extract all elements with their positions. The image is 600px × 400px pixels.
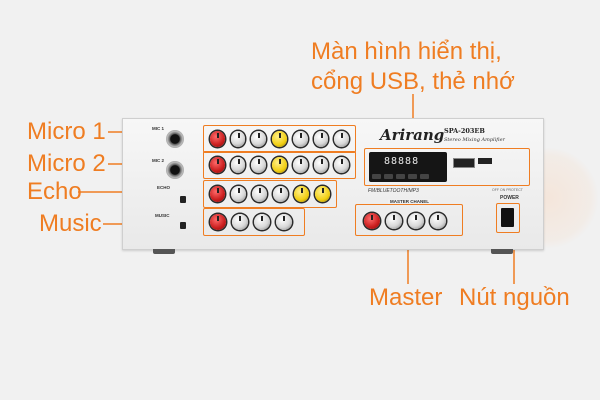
mic2-panel-label: MIC 2: [152, 158, 165, 163]
music-knob[interactable]: [254, 214, 270, 230]
mic1-knob[interactable]: [251, 131, 267, 147]
mic1-knob[interactable]: [334, 131, 350, 147]
music-panel-label: MUSIC: [155, 213, 170, 218]
player-button[interactable]: [408, 174, 417, 179]
mic1-panel-label: MIC 1: [152, 126, 165, 131]
mic1-input-jack[interactable]: [166, 130, 184, 148]
callout-master: Master: [369, 284, 443, 311]
mic1-knob[interactable]: [230, 131, 246, 147]
display-highlight-box: [364, 148, 530, 186]
mic2-knob[interactable]: [230, 157, 246, 173]
player-button[interactable]: [372, 174, 381, 179]
master-knob-row: [358, 208, 460, 234]
master-knob[interactable]: [408, 213, 424, 229]
callout-micro2: Micro 2: [27, 150, 106, 177]
music-knob[interactable]: [276, 214, 292, 230]
amplifier-front-panel: [122, 118, 544, 254]
mic2-knob[interactable]: [292, 157, 308, 173]
player-button[interactable]: [420, 174, 429, 179]
player-button[interactable]: [396, 174, 405, 179]
echo-knob[interactable]: [273, 186, 288, 202]
mic1-knob[interactable]: [272, 131, 287, 147]
player-button[interactable]: [384, 174, 393, 179]
usb-port[interactable]: [453, 158, 475, 168]
display-caption: FM/BLUETOOTH/MP3: [368, 188, 419, 194]
master-knob[interactable]: [386, 213, 402, 229]
music-mini-switch[interactable]: [180, 222, 186, 229]
display-readout: 88888: [384, 156, 420, 167]
music-knob-row: [203, 208, 305, 236]
master-knob[interactable]: [430, 213, 446, 229]
echo-knob[interactable]: [210, 186, 225, 202]
mic2-knob[interactable]: [313, 157, 329, 173]
mic2-knob[interactable]: [334, 157, 350, 173]
mic2-input-jack[interactable]: [166, 161, 184, 179]
callout-power: Nút nguồn: [459, 284, 570, 311]
mic2-knob[interactable]: [210, 157, 225, 173]
model-subtitle: Stereo Mixing Amplifier: [444, 137, 505, 143]
amplifier-foot: [153, 249, 175, 254]
mic2-knob[interactable]: [251, 157, 267, 173]
mic1-knob-row: [203, 125, 356, 153]
callout-micro1: Micro 1: [27, 118, 106, 145]
echo-panel-label: ECHO: [157, 185, 171, 190]
echo-knob[interactable]: [231, 186, 246, 202]
callout-display-line2: cổng USB, thẻ nhớ: [311, 68, 515, 95]
mic1-knob[interactable]: [210, 131, 225, 147]
memory-card-slot[interactable]: [478, 158, 492, 164]
master-panel-label: MASTER CHANEL: [388, 199, 431, 204]
echo-knob[interactable]: [294, 186, 309, 202]
mic2-knob[interactable]: [272, 157, 287, 173]
brand-logo: Arirang: [380, 126, 445, 144]
echo-knob-row: [203, 180, 337, 208]
echo-knob[interactable]: [252, 186, 267, 202]
callout-display-line1: Màn hình hiển thị,: [311, 38, 502, 65]
amplifier-foot: [491, 249, 513, 254]
music-knob[interactable]: [210, 214, 226, 230]
callout-echo: Echo: [27, 178, 82, 205]
model-number: SPA-203EB: [444, 127, 485, 135]
master-knob[interactable]: [364, 213, 380, 229]
power-highlight-box: [496, 203, 520, 233]
power-status-text: OFF ON PROTECT: [492, 188, 523, 192]
mic2-knob-row: [203, 151, 356, 179]
power-switch[interactable]: [501, 208, 514, 227]
mic1-knob[interactable]: [292, 131, 308, 147]
echo-knob[interactable]: [315, 186, 330, 202]
mic1-knob[interactable]: [313, 131, 329, 147]
callout-music: Music: [39, 210, 102, 237]
master-highlight-box: [355, 204, 463, 236]
echo-mini-switch[interactable]: [180, 196, 186, 203]
music-knob[interactable]: [232, 214, 248, 230]
power-panel-label: POWER: [500, 195, 519, 201]
